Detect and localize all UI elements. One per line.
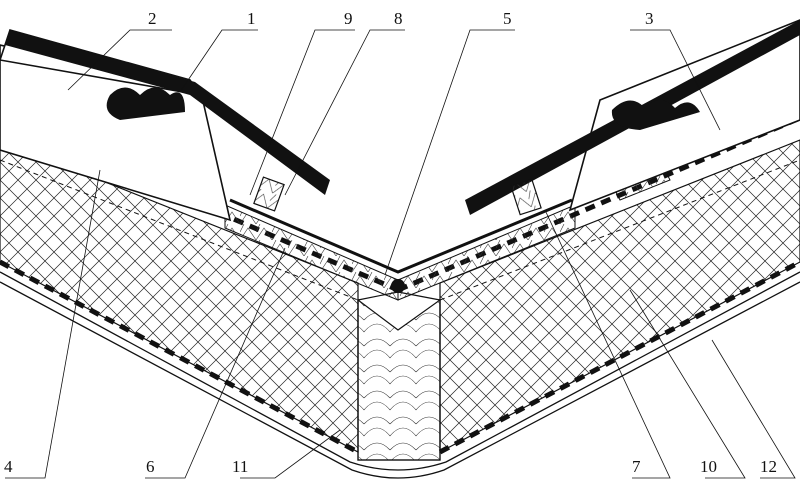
callout-9: 9 [344,9,353,28]
right-valley-insulation [397,204,576,301]
left-dashed-layer [0,159,359,301]
callout-7: 7 [632,457,641,476]
left-tile-profile [106,87,185,120]
left-valley-batten [253,176,285,212]
bottom-lining-outer [0,281,800,479]
leader-lines [5,29,796,479]
callout-3: 3 [645,9,654,28]
right-dashed-layer [439,159,800,301]
callout-11: 11 [232,457,248,476]
callout-5: 5 [503,9,512,28]
left-tile-dark-edge [5,30,330,195]
callout-labels: 2 1 9 8 5 3 4 6 11 7 10 12 [4,9,777,476]
callout-8: 8 [394,9,403,28]
callout-12: 12 [760,457,777,476]
valley-flashing [229,198,573,274]
callout-2: 2 [148,9,157,28]
right-valley-batten [510,178,542,216]
callout-10: 10 [700,457,717,476]
callout-4: 4 [4,457,13,476]
bottom-lining [0,271,800,471]
right-tile-profile [611,100,700,130]
callout-1: 1 [247,9,256,28]
valley-seal [391,279,405,293]
callout-6: 6 [146,457,155,476]
